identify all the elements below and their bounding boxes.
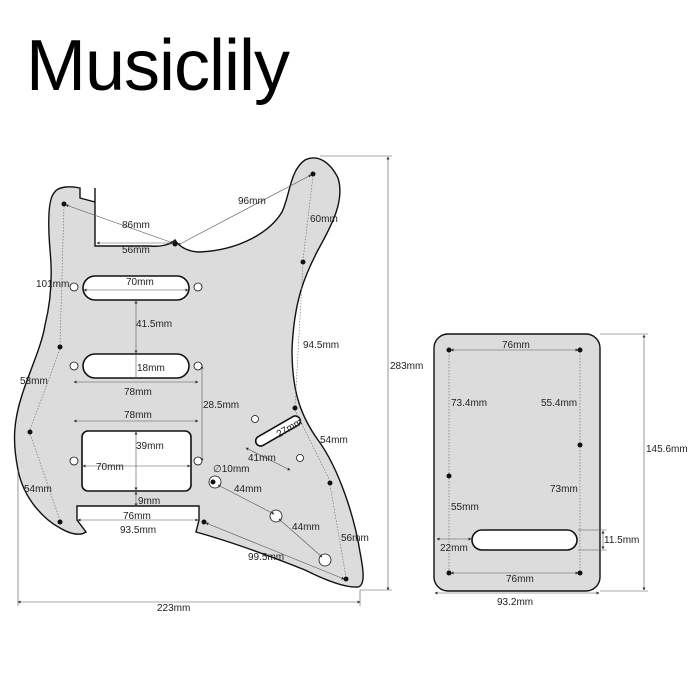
bp-dim-55: 55mm xyxy=(451,502,479,513)
bp-dim-11-5: 11.5mm xyxy=(604,535,639,546)
pickguard-dimension-lines xyxy=(17,155,392,606)
screw-hole xyxy=(61,201,67,207)
screw-hole xyxy=(292,405,298,411)
screw-hole xyxy=(577,570,583,576)
dim-39: 39mm xyxy=(136,441,164,452)
dim-93-5: 93.5mm xyxy=(120,525,156,536)
pickguard xyxy=(13,157,364,588)
backplate xyxy=(433,333,601,592)
dim-60: 60mm xyxy=(310,214,338,225)
dim-283: 283mm xyxy=(390,361,423,372)
dim-78-mid: 78mm xyxy=(124,387,152,398)
brand-title: Musiclily xyxy=(26,26,290,106)
dim-54-right: 54mm xyxy=(320,435,348,446)
screw-hole xyxy=(300,259,306,265)
dim-9: 9mm xyxy=(138,496,160,507)
humbucker-cutout xyxy=(81,430,192,492)
bp-dim-76-bottom: 76mm xyxy=(506,574,534,585)
neck-pickup-cutout xyxy=(82,275,190,301)
dim-223: 223mm xyxy=(157,603,190,614)
bp-dim-22: 22mm xyxy=(440,543,468,554)
dim-10: ∅10mm xyxy=(213,464,250,475)
dim-54-left: 54mm xyxy=(24,484,52,495)
screw-hole xyxy=(210,479,216,485)
dim-53: 53mm xyxy=(20,376,48,387)
dim-76: 76mm xyxy=(123,511,151,522)
dim-44-a: 44mm xyxy=(234,484,262,495)
dim-41: 41mm xyxy=(248,453,276,464)
mount-hole xyxy=(193,282,203,292)
screw-hole xyxy=(446,347,452,353)
screw-hole xyxy=(27,429,33,435)
screw-hole xyxy=(57,519,63,525)
bp-dim-55-4: 55.4mm xyxy=(541,398,577,409)
bp-dim-73: 73mm xyxy=(550,484,578,495)
screw-hole xyxy=(446,473,452,479)
backplate-dimension-lines xyxy=(434,333,648,595)
dim-18: 18mm xyxy=(137,363,165,374)
dim-28-5: 28.5mm xyxy=(203,400,239,411)
screw-hole xyxy=(172,241,178,247)
dim-86: 86mm xyxy=(122,220,150,231)
mount-hole xyxy=(69,361,79,371)
bp-dim-76-top: 76mm xyxy=(502,340,530,351)
bp-dim-73-4: 73.4mm xyxy=(451,398,487,409)
screw-hole xyxy=(310,171,316,177)
dim-101: 101mm xyxy=(36,279,69,290)
screw-hole xyxy=(327,480,333,486)
mount-hole xyxy=(296,454,304,462)
mount-hole xyxy=(69,282,79,292)
dim-41-5: 41.5mm xyxy=(136,319,172,330)
screw-hole xyxy=(57,344,63,350)
dim-96: 96mm xyxy=(238,196,266,207)
screw-hole xyxy=(446,570,452,576)
mount-hole xyxy=(69,456,79,466)
spring-access-slot xyxy=(471,529,578,551)
dim-70-neck: 70mm xyxy=(126,277,154,288)
dim-56: 56mm xyxy=(122,245,150,256)
dim-56-right: 56mm xyxy=(341,533,369,544)
mount-hole xyxy=(251,415,259,423)
mount-hole xyxy=(193,361,203,371)
dim-44-b: 44mm xyxy=(292,522,320,533)
dim-78-hb: 78mm xyxy=(124,410,152,421)
screw-hole xyxy=(577,347,583,353)
bp-dim-145-6: 145.6mm xyxy=(646,444,688,455)
screw-hole xyxy=(201,519,207,525)
dim-99-5: 99.5mm xyxy=(248,552,284,563)
bp-dim-93-2: 93.2mm xyxy=(497,597,533,608)
backplate-outline xyxy=(433,333,601,592)
backplate-dimension-labels: 76mm 73.4mm 55.4mm 145.6mm 73mm 55mm 22m… xyxy=(440,340,688,608)
dim-94-5: 94.5mm xyxy=(303,340,339,351)
mount-hole xyxy=(193,456,203,466)
screw-hole xyxy=(343,576,349,582)
dim-70-hb: 70mm xyxy=(96,462,124,473)
screw-hole xyxy=(577,442,583,448)
switch-slot-cutout xyxy=(254,415,302,447)
